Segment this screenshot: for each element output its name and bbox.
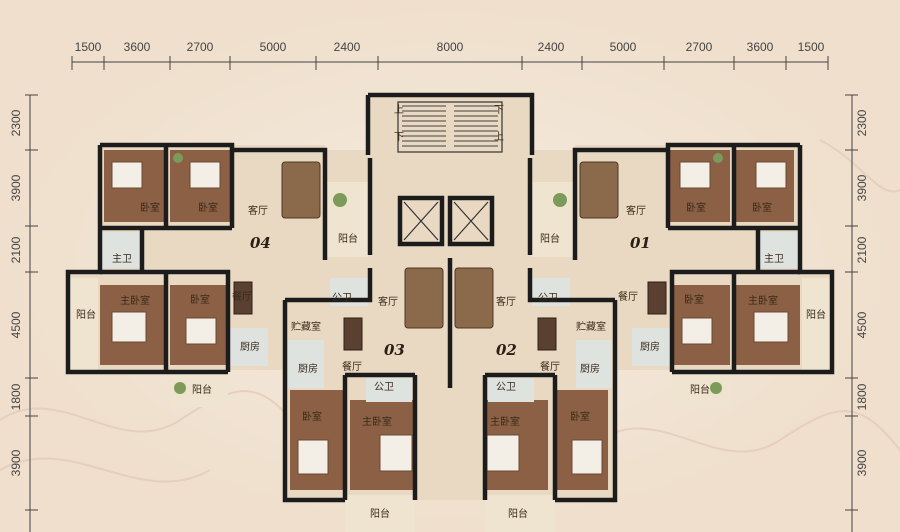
label-public-bath-02b: 公卫: [496, 382, 516, 393]
label-master-bedroom-02: 主卧室: [490, 415, 520, 428]
label-master-bedroom-03: 主卧室: [362, 415, 392, 428]
dim-top-9: 3600: [747, 40, 774, 54]
label-public-bath-03b: 公卫: [374, 382, 394, 393]
label-bedroom-01c: 卧室: [684, 293, 704, 306]
dim-right-2: 2100: [855, 236, 869, 263]
dim-right-3: 4500: [855, 311, 869, 338]
label-balcony-03: 阳台: [370, 507, 390, 520]
label-dining-01: 餐厅: [618, 290, 638, 303]
left-dimension-bar: 2300 3900 2100 4500 1800 3900: [9, 94, 38, 532]
label-dining-04: 餐厅: [232, 290, 252, 303]
dim-left-3: 4500: [9, 311, 23, 338]
room-labels-unit-01: 客厅 卧室 卧室 主卫 餐厅 卧室 主卧室 厨房 阳台 阳台 阳台 01: [540, 201, 826, 396]
plant-decorations: [173, 153, 723, 394]
dim-left-5: 3900: [9, 449, 23, 476]
dim-top-7: 5000: [610, 40, 637, 54]
label-bedroom-04b: 卧室: [198, 201, 218, 214]
label-balcony-02: 阳台: [508, 507, 528, 520]
label-master-bedroom-01: 主卧室: [748, 294, 778, 307]
dim-top-0: 1500: [75, 40, 102, 54]
label-bedroom-04a: 卧室: [140, 201, 160, 214]
label-living-04: 客厅: [248, 204, 268, 217]
dim-top-1: 3600: [124, 40, 151, 54]
dim-top-8: 2700: [686, 40, 713, 54]
label-storage-03: 贮藏室: [291, 320, 321, 333]
dim-left-1: 3900: [9, 174, 23, 201]
label-kitchen-03: 厨房: [298, 362, 318, 375]
dim-right-0: 2300: [855, 109, 869, 136]
dim-left-0: 2300: [9, 109, 23, 136]
dim-left-4: 1800: [9, 383, 23, 410]
label-master-bath-04: 主卫: [112, 253, 132, 265]
label-living-01: 客厅: [626, 204, 646, 217]
label-master-bedroom-04: 主卧室: [120, 294, 150, 307]
stair-up-label-right: 上: [494, 131, 504, 143]
label-balcony-04c: 阳台: [338, 232, 358, 245]
label-balcony-01b: 阳台: [690, 383, 710, 396]
label-public-bath-03: 公卫: [332, 293, 352, 304]
label-kitchen-01: 厨房: [640, 340, 660, 353]
right-dimension-bar: 2300 3900 2100 4500 1800 3900: [845, 94, 869, 532]
top-dimension-bar: 1500 3600 2700 5000 2400 8000 2400 5000 …: [71, 40, 829, 70]
label-bedroom-04c: 卧室: [190, 293, 210, 306]
label-public-bath-02: 公卫: [538, 293, 558, 304]
unit-number-03: 03: [384, 341, 405, 359]
room-labels-unit-02: 公卫 客厅 贮藏室 餐厅 厨房 公卫 主卧室 卧室 阳台 02: [490, 293, 606, 520]
unit-number-01: 01: [630, 234, 651, 252]
dim-top-2: 2700: [187, 40, 214, 54]
label-dining-02: 餐厅: [540, 360, 560, 373]
unit-number-02: 02: [496, 341, 517, 359]
balconies: [68, 182, 832, 532]
room-labels-unit-03: 公卫 客厅 贮藏室 餐厅 厨房 公卫 卧室 主卧室 阳台 03: [291, 293, 405, 520]
stair-down-label-right: 下: [494, 105, 504, 116]
label-master-bath-01: 主卫: [764, 253, 784, 265]
decorative-ornament: [0, 139, 900, 483]
unit-number-04: 04: [250, 234, 271, 252]
label-bedroom-01b: 卧室: [752, 201, 772, 214]
dim-top-10: 1500: [798, 40, 825, 54]
dim-right-4: 1800: [855, 383, 869, 410]
label-balcony-04a: 阳台: [76, 308, 96, 321]
sofa-sets: [281, 161, 619, 329]
wet-areas: [100, 232, 800, 402]
dim-top-4: 2400: [334, 40, 361, 54]
label-bedroom-01a: 卧室: [686, 201, 706, 214]
label-bedroom-03: 卧室: [302, 410, 322, 423]
dim-right-5: 3900: [855, 449, 869, 476]
stair-treads: [402, 105, 498, 147]
label-storage-02: 贮藏室: [576, 320, 606, 333]
walls: [65, 92, 835, 503]
label-dining-03: 餐厅: [342, 360, 362, 373]
label-kitchen-04: 厨房: [240, 340, 260, 353]
label-balcony-04b: 阳台: [192, 383, 212, 396]
label-living-02: 客厅: [496, 295, 516, 308]
dim-top-3: 5000: [260, 40, 287, 54]
dining-tables: [233, 281, 667, 351]
stair-up-label: 上: [394, 104, 404, 116]
dim-left-2: 2100: [9, 236, 23, 263]
label-balcony-01c: 阳台: [540, 232, 560, 245]
room-labels-unit-04: 卧室 卧室 客厅 主卫 主卧室 卧室 餐厅 厨房 阳台 阳台 阳台 04: [76, 201, 358, 396]
dim-top-5: 8000: [437, 40, 464, 54]
label-bedroom-02: 卧室: [570, 410, 590, 423]
dim-top-6: 2400: [538, 40, 565, 54]
label-kitchen-02: 厨房: [580, 362, 600, 375]
label-living-03: 客厅: [378, 295, 398, 308]
stair-down-label-left: 下: [394, 132, 404, 143]
label-balcony-01a: 阳台: [806, 308, 826, 321]
dim-right-1: 3900: [855, 174, 869, 201]
